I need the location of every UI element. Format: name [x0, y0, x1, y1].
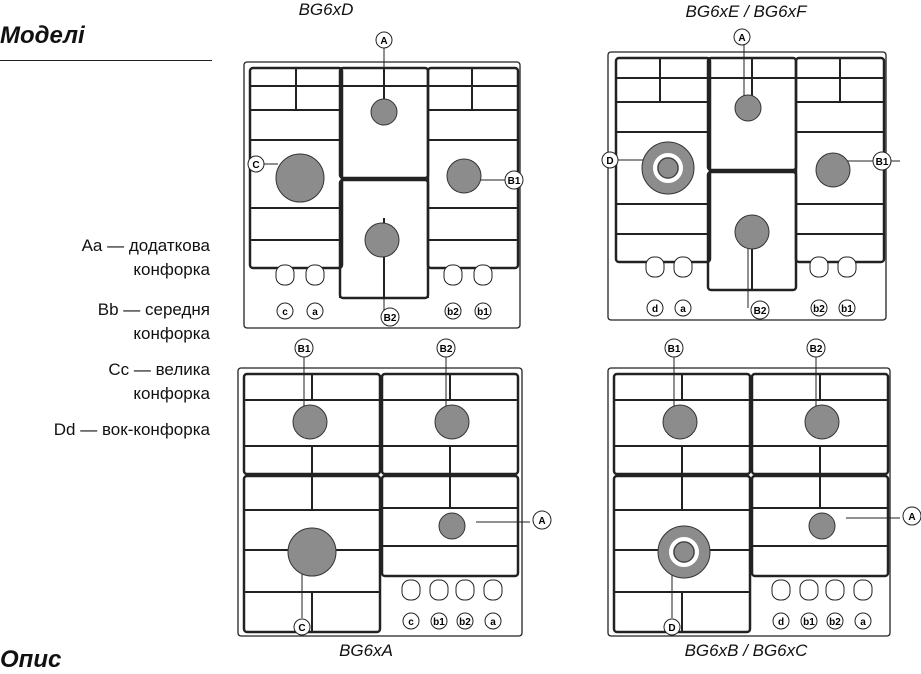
- legend-item-c-line2: конфорка: [133, 384, 210, 403]
- burner-label-c: C: [252, 160, 259, 171]
- caption-bg6xb-bg6xc: BG6xB / BG6xC: [684, 641, 808, 660]
- knob-label-c: c: [282, 307, 288, 318]
- knob-label-b2: b2: [813, 304, 825, 315]
- knob-label-b1: b1: [477, 307, 489, 318]
- burner-label-a: A: [380, 36, 387, 47]
- knob-label-a: a: [860, 617, 866, 628]
- burner-label-c: C: [298, 623, 305, 634]
- caption-bg6xa: BG6xA: [339, 641, 393, 660]
- knob-label-b2: b2: [447, 307, 459, 318]
- knob-label-d: d: [778, 617, 784, 628]
- section-title-bottom: Опис: [0, 646, 62, 673]
- hob-bg6xe-bg6xf: A D B1 B2 d a b2 b1: [601, 28, 900, 321]
- burner-label-b1: B1: [298, 344, 311, 355]
- burner-label-b2: B2: [810, 344, 823, 355]
- legend-item-d-line1: Dd — вок-конфорка: [53, 420, 210, 439]
- burner-label-b2: B2: [440, 344, 453, 355]
- knob-label-b2: b2: [829, 617, 841, 628]
- legend-item-b-line2: конфорка: [133, 324, 210, 343]
- legend-item-b: Bb — середня конфорка: [0, 298, 210, 346]
- burner-label-a: A: [908, 512, 915, 523]
- knob-label-c: c: [408, 617, 414, 628]
- knob-label-b1: b1: [433, 617, 445, 628]
- knob-label-b1: b1: [841, 304, 853, 315]
- burner-label-b1: B1: [876, 157, 889, 168]
- caption-bg6xd: BG6xD: [298, 0, 354, 19]
- legend-item-a-line1: Aa — додаткова: [81, 236, 210, 255]
- burner-label-b2: B2: [384, 313, 397, 324]
- knob-label-a: a: [312, 307, 318, 318]
- knob-label-d: d: [652, 304, 658, 315]
- knob-label-b1: b1: [803, 617, 815, 628]
- section-title: Моделі: [0, 22, 85, 49]
- legend-item-a: Aa — додаткова конфорка: [0, 234, 210, 282]
- burner-label-b1: B1: [508, 176, 521, 187]
- burner-label-b2: B2: [754, 306, 767, 317]
- hob-bg6xd: A C B1 B2 c a b2 b1: [243, 31, 524, 329]
- section-title-rule: [0, 60, 212, 61]
- legend-item-a-line2: конфорка: [133, 260, 210, 279]
- burner-label-a: A: [538, 516, 545, 527]
- burner-label-a: A: [738, 33, 745, 44]
- knob-label-b2: b2: [459, 617, 471, 628]
- legend-item-d: Dd — вок-конфорка: [0, 418, 210, 442]
- legend-item-b-line1: Bb — середня: [97, 300, 210, 319]
- burner-label-d: D: [606, 156, 613, 167]
- hob-bg6xa: B1 B2 A C c b1 b2 a: [237, 338, 552, 637]
- hob-bg6xb-bg6xc: B1 B2 A D d b1 b2 a: [607, 338, 921, 637]
- knob-label-a: a: [680, 304, 686, 315]
- caption-bg6xe-bg6xf: BG6xE / BG6xF: [685, 2, 807, 21]
- burner-label-d: D: [668, 623, 675, 634]
- knob-label-a: a: [490, 617, 496, 628]
- legend-item-c: Cc — велика конфорка: [0, 358, 210, 406]
- burner-label-b1: B1: [668, 344, 681, 355]
- legend-item-c-line1: Cc — велика: [108, 360, 210, 379]
